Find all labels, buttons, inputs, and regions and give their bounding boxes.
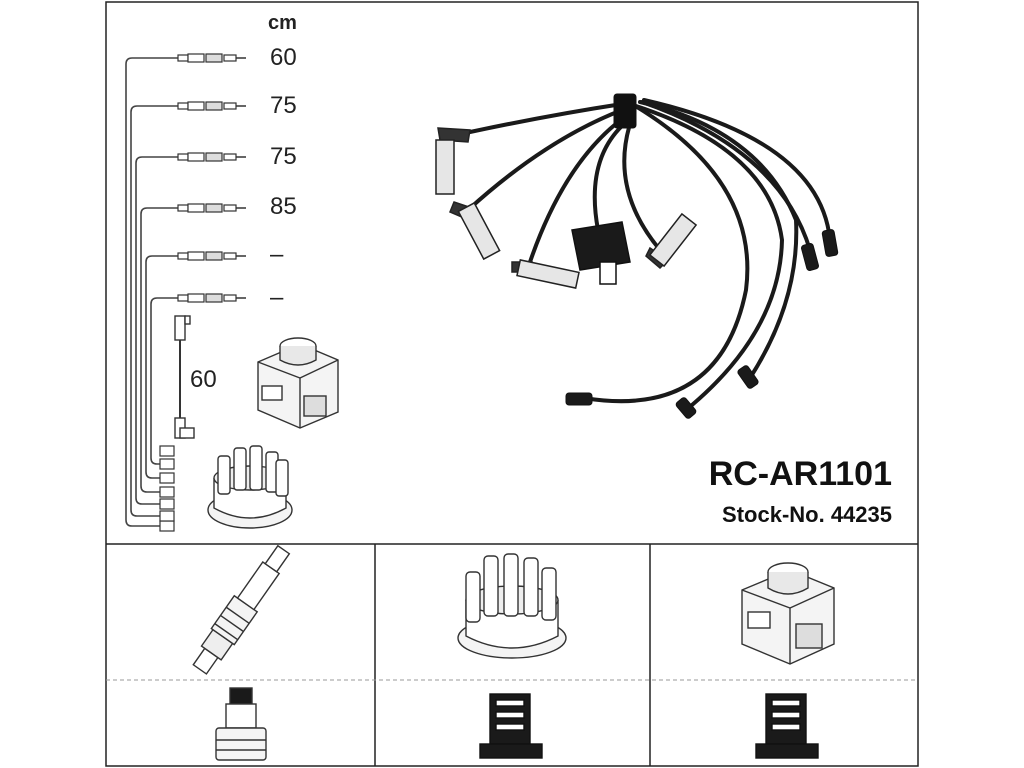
- coil-connector: [755, 693, 819, 759]
- distributor-terminals: [565, 229, 839, 419]
- cable-connectors: [177, 53, 247, 303]
- spark-plug-illustration: [192, 544, 291, 675]
- coil-lead-length: 60: [190, 366, 217, 393]
- ignition-cable-set-illustration: [466, 98, 832, 407]
- distributor-connector: [479, 693, 543, 759]
- coil-lead: [174, 315, 195, 439]
- cable-length-5: –: [270, 241, 284, 268]
- cable-junction-block: [613, 93, 637, 129]
- coil-connector-boot: [571, 221, 631, 285]
- ignition-coil-small: [257, 337, 339, 429]
- unit-label: cm: [268, 12, 297, 34]
- cable-length-1: 60: [270, 44, 297, 71]
- spark-plug-connector: [215, 687, 267, 761]
- cable-length-6: –: [270, 284, 284, 311]
- panel-frame: [105, 1, 919, 767]
- cable-end-terminals: [159, 445, 175, 532]
- part-number: RC-AR1101: [708, 455, 892, 493]
- spark-plug-boots: [435, 127, 698, 289]
- ignition-coil-illustration: [741, 562, 835, 665]
- cable-length-3: 75: [270, 143, 297, 170]
- cable-length-chart: [125, 57, 178, 527]
- distributor-cap-small: [207, 445, 293, 529]
- stock-number: Stock-No. 44235: [722, 502, 892, 527]
- distributor-cap-illustration: [457, 553, 567, 659]
- cable-length-4: 85: [270, 193, 297, 220]
- cable-length-2: 75: [270, 92, 297, 119]
